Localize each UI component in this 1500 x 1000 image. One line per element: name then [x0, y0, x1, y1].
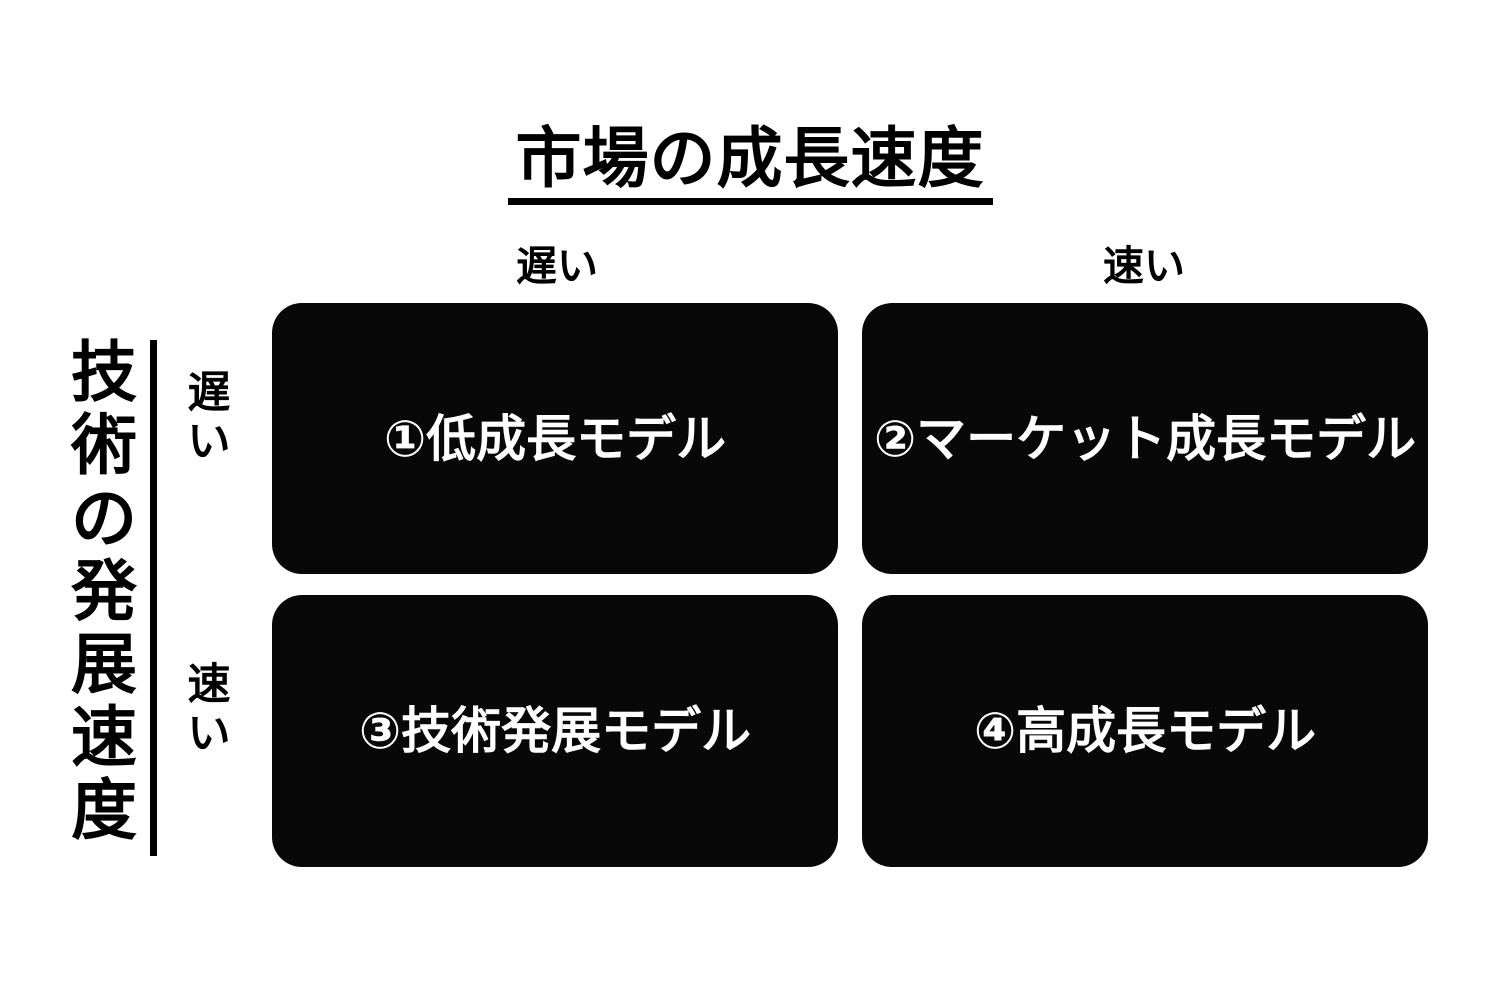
row-header-fast: 速 い	[183, 661, 235, 759]
quadrant-cell-4[interactable]: ④高成長モデル	[862, 595, 1428, 867]
y-axis-label-char: 術	[71, 408, 137, 482]
row-header-slow: 遅 い	[183, 369, 235, 467]
column-header-slow: 遅い	[516, 243, 598, 289]
column-header-fast: 速い	[1103, 243, 1185, 289]
row-header-slow-char: い	[187, 418, 231, 466]
y-axis-label-char: 発	[71, 554, 137, 628]
row-header-fast-char: い	[187, 710, 231, 758]
page-title: 市場の成長速度	[0, 118, 1500, 205]
quadrant-cell-1[interactable]: ①低成長モデル	[272, 303, 838, 574]
quadrant-label-4: ④高成長モデル	[973, 703, 1317, 759]
y-axis-label-char: 展	[71, 627, 137, 701]
quadrant-label-1: ①低成長モデル	[383, 410, 727, 467]
quadrant-cell-2[interactable]: ②マーケット成長モデル	[862, 303, 1428, 574]
quadrant-cell-3[interactable]: ③技術発展モデル	[272, 595, 838, 867]
quadrant-matrix: ①低成長モデル ②マーケット成長モデル ③技術発展モデル ④高成長モデル	[272, 303, 1428, 867]
page-title-text: 市場の成長速度	[507, 118, 993, 205]
row-header-slow-char: 遅	[187, 369, 231, 417]
y-axis-label: 技 術 の 発 展 速 度	[62, 336, 146, 847]
y-axis-label-char: 技	[71, 335, 137, 409]
y-axis-divider-line	[150, 340, 157, 856]
quadrant-label-3: ③技術発展モデル	[358, 703, 752, 759]
y-axis-label-char: 度	[71, 773, 137, 847]
y-axis-label-char: の	[71, 481, 137, 555]
y-axis-label-char: 速	[71, 700, 137, 774]
quadrant-label-2: ②マーケット成長モデル	[873, 410, 1417, 467]
row-header-fast-char: 速	[187, 661, 231, 709]
